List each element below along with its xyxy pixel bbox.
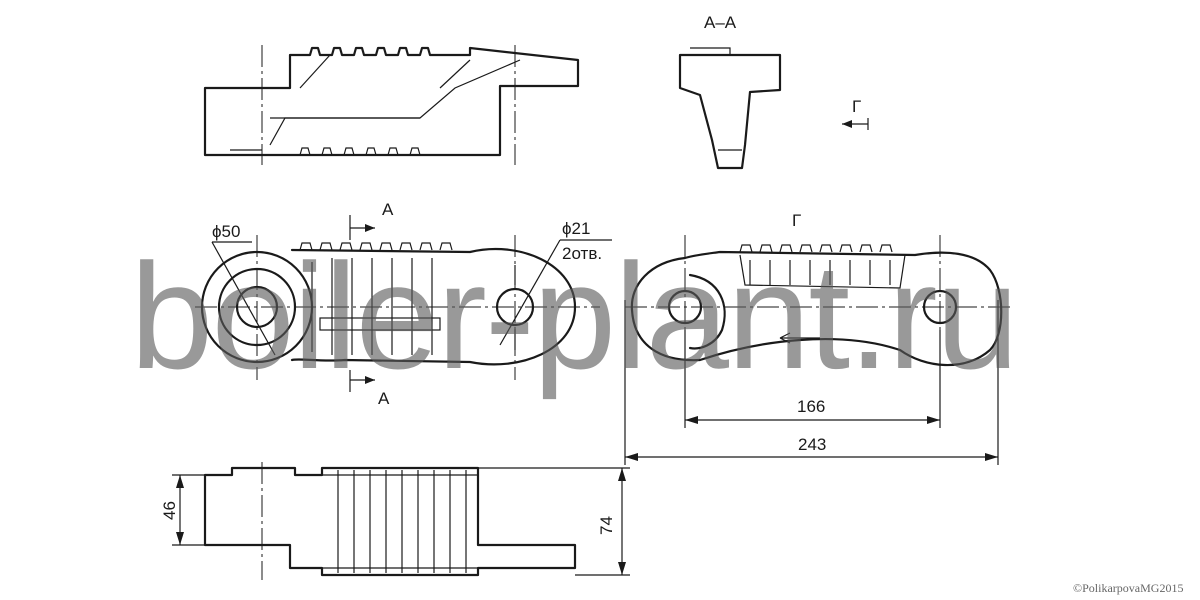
view-g: Г 166 243 bbox=[624, 211, 1010, 465]
copyright-text: ©PolikarpovaMG2015 bbox=[1073, 581, 1183, 595]
top-profile-view bbox=[203, 45, 580, 165]
view-arrow: Г bbox=[842, 97, 869, 130]
plan-view: ϕ50 ϕ21 2отв. А А bbox=[195, 200, 612, 408]
watermark-text: boiler-plant.ru bbox=[130, 232, 1017, 400]
cut-label-bottom: А bbox=[378, 389, 390, 408]
dim-pitch-label: 166 bbox=[797, 397, 825, 416]
bottom-view: 46 74 bbox=[160, 462, 630, 580]
diameter-big-label: ϕ50 bbox=[212, 222, 240, 241]
holes-note: 2отв. bbox=[562, 244, 602, 263]
section-a-a: А–А bbox=[678, 13, 782, 170]
dim-length-label: 243 bbox=[798, 435, 826, 454]
dim-width-outer-label: 74 bbox=[597, 516, 616, 535]
section-label: А–А bbox=[704, 13, 737, 32]
dim-width-inner-label: 46 bbox=[160, 501, 179, 520]
cut-label-top: А bbox=[382, 200, 394, 219]
diameter-small-label: ϕ21 bbox=[562, 219, 590, 238]
view-arrow-label: Г bbox=[852, 97, 861, 116]
view-label: Г bbox=[792, 211, 801, 230]
